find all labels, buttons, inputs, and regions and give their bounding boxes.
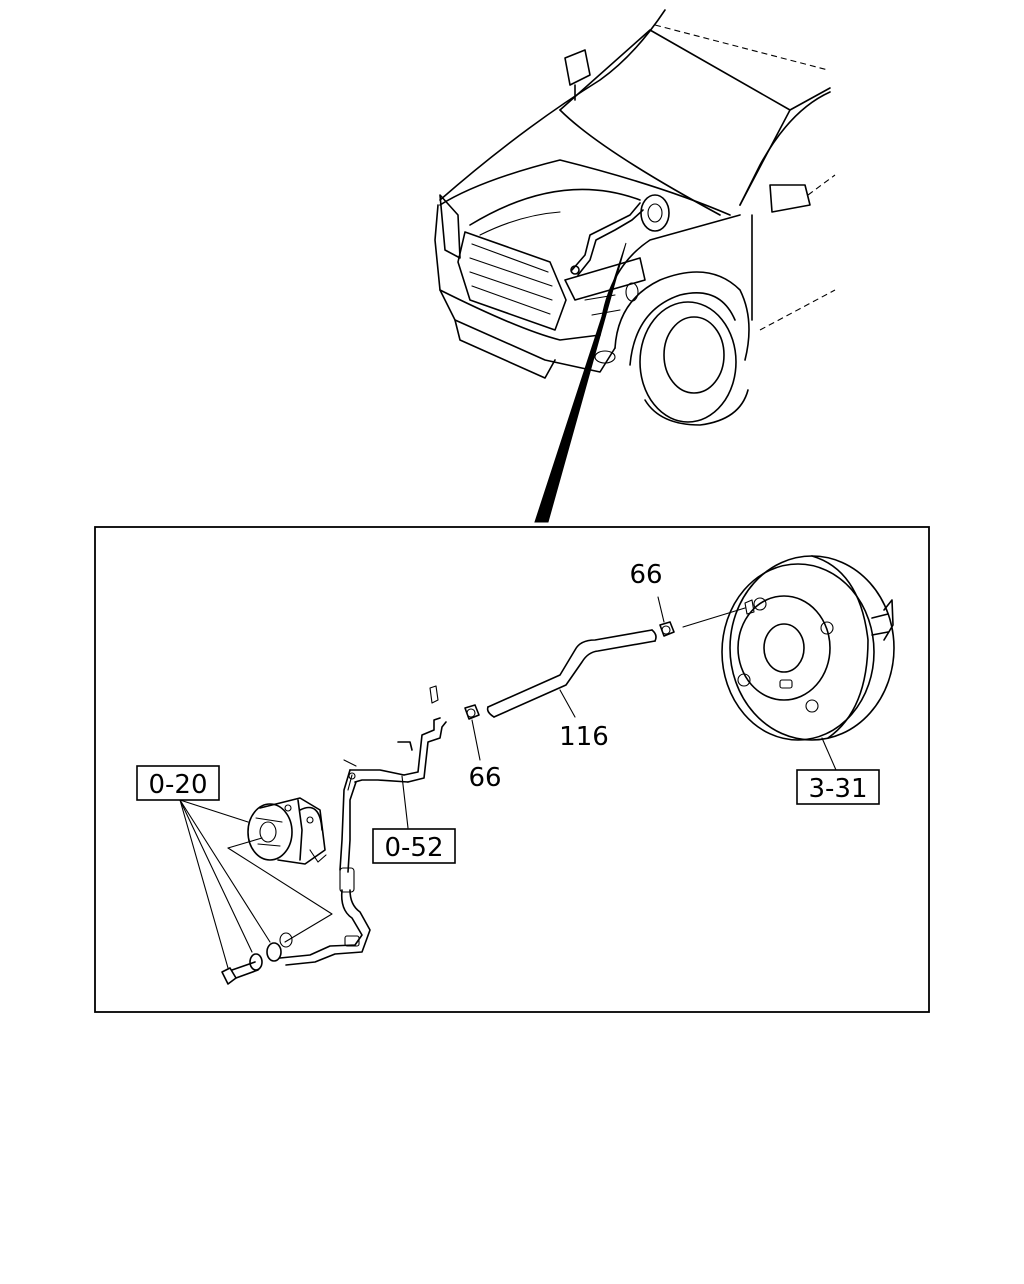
vacuum-pump bbox=[247, 797, 327, 865]
callout-clip-lower: 66 bbox=[468, 763, 501, 793]
mounting-bolt bbox=[221, 961, 259, 985]
leader-lines bbox=[179, 596, 837, 969]
washer bbox=[249, 953, 263, 971]
hose-clip-lower bbox=[464, 704, 480, 720]
vacuum-pipe bbox=[279, 685, 447, 966]
callout-pipe-box bbox=[372, 828, 456, 864]
booster-check-line bbox=[682, 607, 746, 628]
callout-pump: 0-20 bbox=[148, 770, 207, 800]
callout-hose: 116 bbox=[559, 722, 609, 752]
callout-clip-upper: 66 bbox=[629, 560, 662, 590]
callout-pump-box bbox=[136, 765, 220, 801]
detail-frame bbox=[94, 526, 930, 1013]
union-bolt bbox=[266, 932, 293, 962]
vacuum-hose bbox=[486, 629, 657, 718]
callout-booster-box bbox=[796, 769, 880, 805]
callout-booster: 3-31 bbox=[808, 774, 867, 804]
hose-clip-upper bbox=[659, 621, 675, 637]
brake-booster bbox=[721, 555, 895, 741]
callout-pipe: 0-52 bbox=[384, 833, 443, 863]
vehicle-illustration bbox=[434, 9, 836, 523]
